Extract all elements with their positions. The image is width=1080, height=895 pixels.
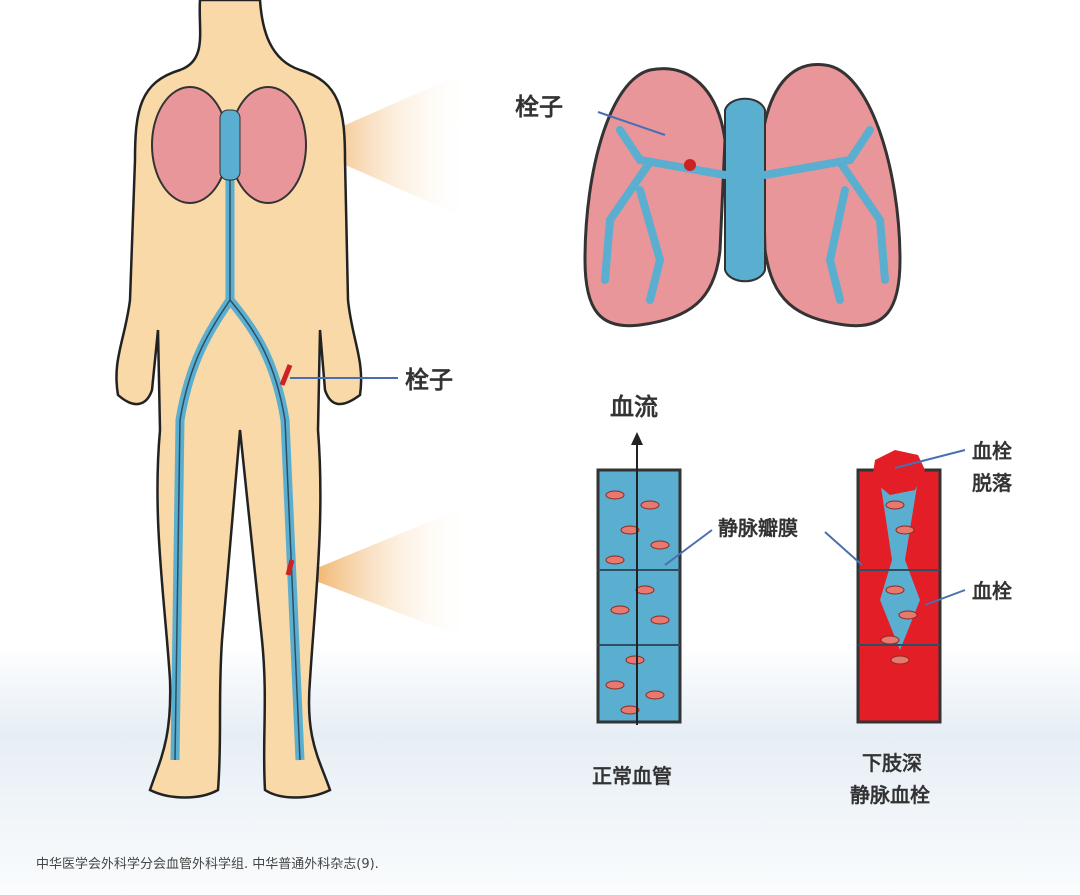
pointer-embolus-lung: [597, 111, 666, 136]
label-embolus-lung: 栓子: [515, 93, 563, 121]
label-normal-vessel: 正常血管: [592, 764, 672, 788]
zoom-cone-leg: [300, 505, 470, 640]
thrombosed-vessel: [856, 450, 942, 724]
arrow-head-icon: [631, 432, 643, 445]
zoom-cone-lung: [300, 70, 470, 220]
label-thrombus-detach-1: 血栓: [972, 439, 1012, 463]
source-caption: 中华医学会外科学分会血管外科学组. 中华普通外科杂志(9).: [36, 856, 379, 872]
small-right-lung: [229, 86, 307, 204]
label-embolus-leg: 栓子: [405, 366, 453, 394]
small-left-lung: [151, 86, 229, 204]
pulmonary-vessels: [601, 126, 889, 304]
pointer-thrombus: [924, 589, 966, 606]
label-thrombus: 血栓: [972, 579, 1012, 603]
label-blood-flow: 血流: [610, 393, 658, 421]
label-dvt-1: 下肢深: [862, 751, 922, 775]
human-body: [115, 0, 363, 799]
heart: [724, 97, 766, 283]
label-thrombus-detach-2: 脱落: [972, 471, 1013, 495]
detached-thrombus: [872, 450, 925, 495]
lung-embolus: [684, 159, 696, 171]
lungs-illustration: [583, 62, 902, 328]
pointer-valve-dvt: [824, 531, 863, 566]
emboli-marks: [279, 364, 295, 576]
label-dvt-2: 静脉血栓: [850, 783, 930, 807]
normal-vessel: [596, 432, 682, 725]
pointer-valve-normal: [664, 529, 713, 566]
pointer-detach: [894, 449, 966, 469]
small-heart: [219, 109, 241, 181]
label-venous-valve: 静脉瓣膜: [718, 516, 798, 540]
